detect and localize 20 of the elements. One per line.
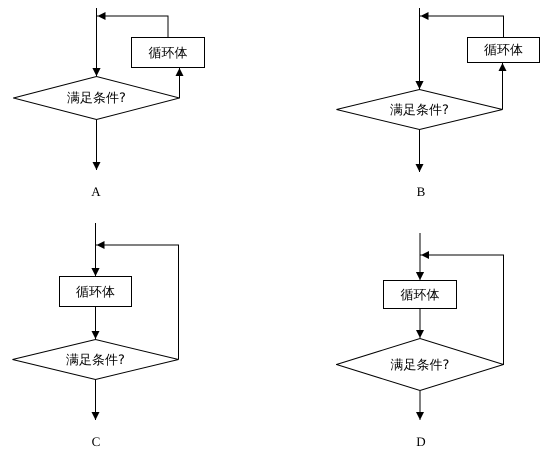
decision-diamond: 满足条件? [336, 89, 503, 130]
arrow [416, 130, 424, 172]
panel-label: C [81, 420, 111, 450]
decision-diamond: 满足条件? [336, 338, 504, 391]
panel-label: B [406, 172, 436, 200]
process-box: 循环体 [383, 280, 457, 309]
decision-diamond: 满足条件? [12, 339, 179, 380]
arrow [416, 390, 424, 420]
panel-label: A [81, 170, 111, 200]
arrow [416, 308, 424, 338]
process-box: 循环体 [131, 37, 205, 68]
arrow [176, 68, 184, 98]
arrow [498, 62, 506, 110]
arrow [92, 306, 100, 340]
process-box: 循环体 [467, 37, 540, 63]
process-box: 循环体 [59, 276, 132, 307]
arrow [92, 380, 100, 420]
decision-diamond: 满足条件? [13, 76, 180, 120]
panel-label: D [406, 420, 436, 450]
arrow [92, 120, 100, 170]
